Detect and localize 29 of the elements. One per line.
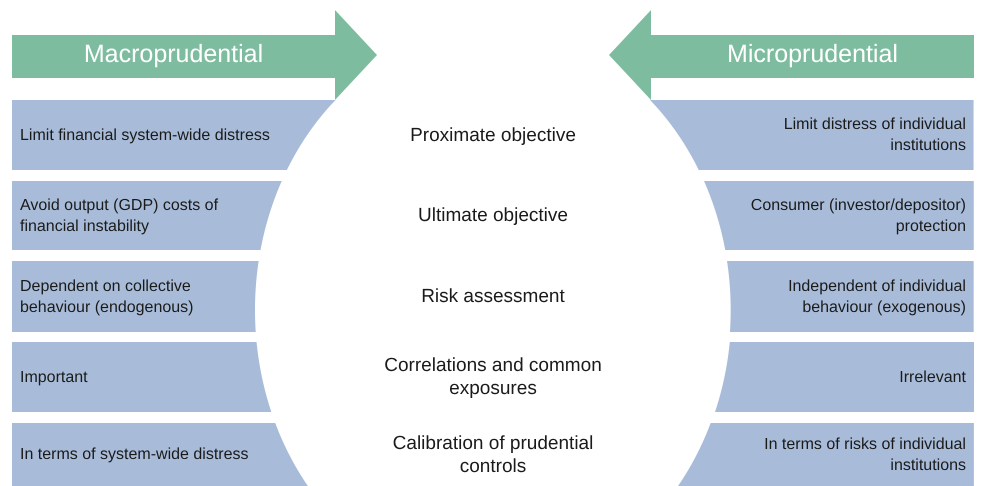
criterion-label: Correlations and common exposures bbox=[383, 354, 603, 400]
box-text: Important bbox=[20, 368, 89, 388]
box-text: Independent of individual behaviour (exogenous) bbox=[787, 276, 966, 318]
comparison-box bbox=[650, 100, 974, 170]
comparison-box bbox=[12, 342, 272, 412]
criterion-label: Proximate objective bbox=[409, 124, 577, 146]
comparison-box bbox=[12, 100, 336, 170]
comparison-box bbox=[727, 261, 974, 332]
box-text: Dependent on collective behaviour (endogenous) bbox=[20, 276, 194, 318]
arrow-banner bbox=[609, 10, 974, 100]
box-text: Limit financial system-wide distress bbox=[20, 126, 271, 146]
criterion-label: Ultimate objective bbox=[417, 204, 569, 227]
box-text: Consumer (investor/depositor) protection bbox=[750, 196, 966, 236]
comparison-box bbox=[678, 423, 974, 486]
box-text: Irrelevant bbox=[898, 368, 966, 388]
criterion-label: Calibration of prudential controls bbox=[392, 432, 594, 478]
banner-title: Macroprudential bbox=[82, 40, 264, 69]
box-text: In terms of system-wide distress bbox=[20, 445, 250, 465]
banner-title: Microprudential bbox=[726, 40, 899, 69]
comparison-box bbox=[714, 342, 974, 412]
criterion-label: Risk assessment bbox=[420, 285, 566, 308]
arrow-banner bbox=[12, 10, 377, 100]
box-text: Avoid output (GDP) costs of financial instability bbox=[20, 196, 220, 236]
box-text: In terms of risks of individual institutions bbox=[763, 434, 966, 476]
comparison-box bbox=[12, 181, 282, 250]
comparison-box bbox=[12, 423, 308, 486]
comparison-box bbox=[704, 181, 974, 250]
box-text: Limit distress of individual institutions bbox=[782, 115, 966, 156]
comparison-box bbox=[12, 261, 259, 332]
